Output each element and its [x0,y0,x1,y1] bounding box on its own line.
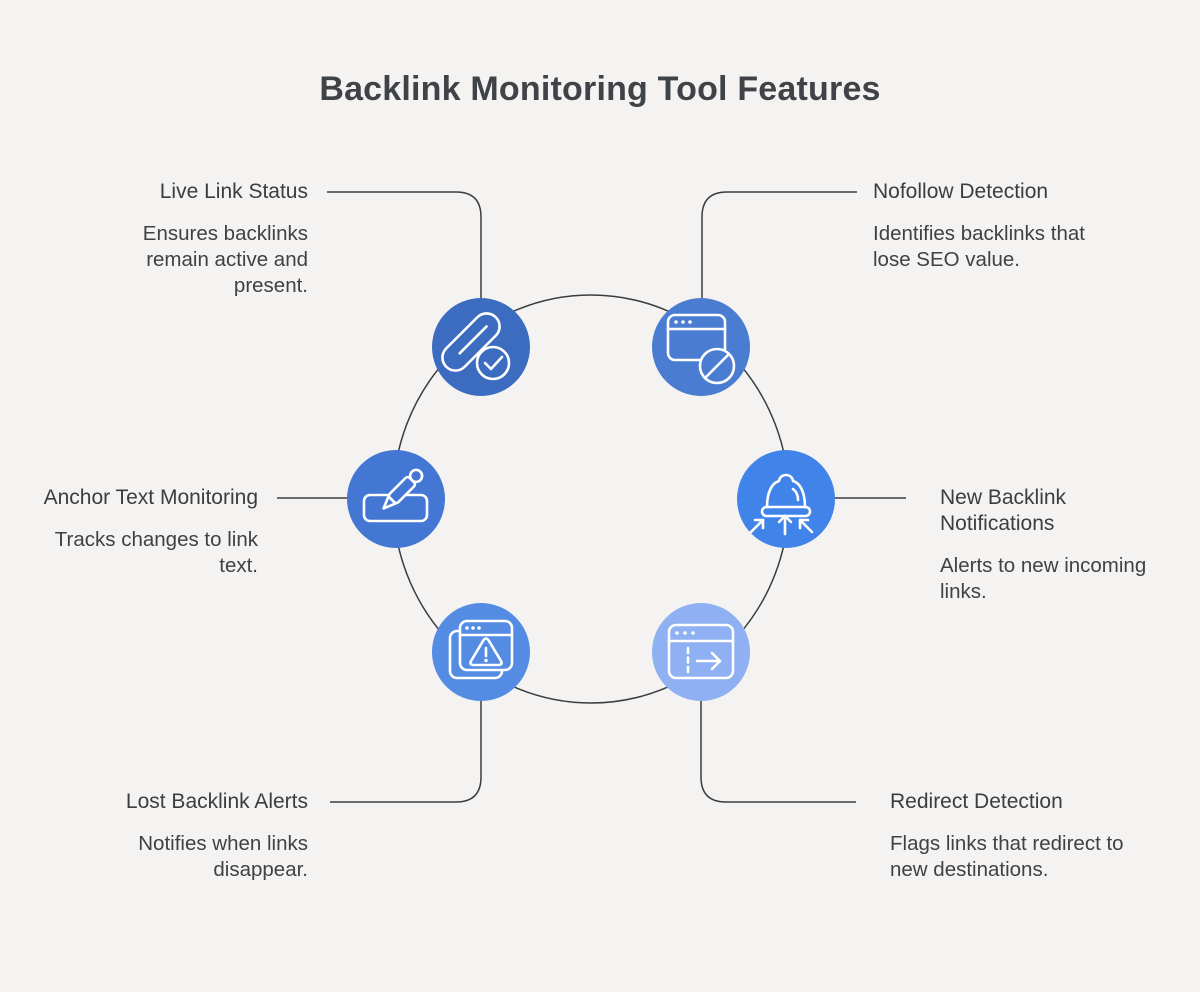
feature-label: Live Link Status [159,180,308,203]
feature-badge-redirect-detection [652,603,750,701]
connector-lost-backlink-alerts [330,700,482,803]
feature-badge-new-backlink-notifications [737,450,835,548]
feature-card-nofollow-detection: Nofollow Detection Identifies backlinks … [873,179,1113,273]
feature-card-redirect-detection: Redirect Detection Flags links that redi… [890,789,1130,883]
feature-badge-nofollow-detection [652,298,750,396]
feature-card-lost-backlink-alerts: Lost Backlink Alerts Notifies when links… [98,789,308,883]
connector-nofollow-detection [701,191,857,300]
feature-label: New Backlink Notifications [940,486,1067,535]
feature-description: Tracks changes to link text. [54,528,258,577]
blocked-window-icon [652,298,750,396]
feature-description: Flags links that redirect to new destina… [890,832,1124,881]
feature-card-anchor-text-monitoring: Anchor Text Monitoring Tracks changes to… [28,485,258,579]
feature-badge-live-link-status [432,298,530,396]
feature-card-live-link-status: Live Link Status Ensures backlinks remai… [113,179,308,299]
feature-description: Ensures backlinks remain active and pres… [142,222,308,297]
feature-description: Alerts to new incoming links. [940,554,1147,603]
feature-label: Anchor Text Monitoring [43,486,258,509]
bell-incoming-arrows-icon [737,450,835,548]
feature-card-new-backlink-notifications: New Backlink Notifications Alerts to new… [940,485,1170,605]
feature-label: Nofollow Detection [873,180,1049,203]
connector-redirect-detection [700,700,856,803]
feature-badge-lost-backlink-alerts [432,603,530,701]
feature-label: Redirect Detection [890,790,1063,813]
feature-description: Notifies when links disappear. [138,832,308,881]
feature-description: Identifies backlinks that lose SEO value… [873,222,1085,271]
window-warning-icon [432,603,530,701]
paperclip-check-icon [432,298,530,396]
feature-badge-anchor-text-monitoring [347,450,445,548]
pen-edit-icon [347,450,445,548]
window-redirect-arrow-icon [652,603,750,701]
connector-live-link-status [327,191,482,300]
feature-label: Lost Backlink Alerts [125,790,308,813]
page-title: Backlink Monitoring Tool Features [319,70,881,108]
